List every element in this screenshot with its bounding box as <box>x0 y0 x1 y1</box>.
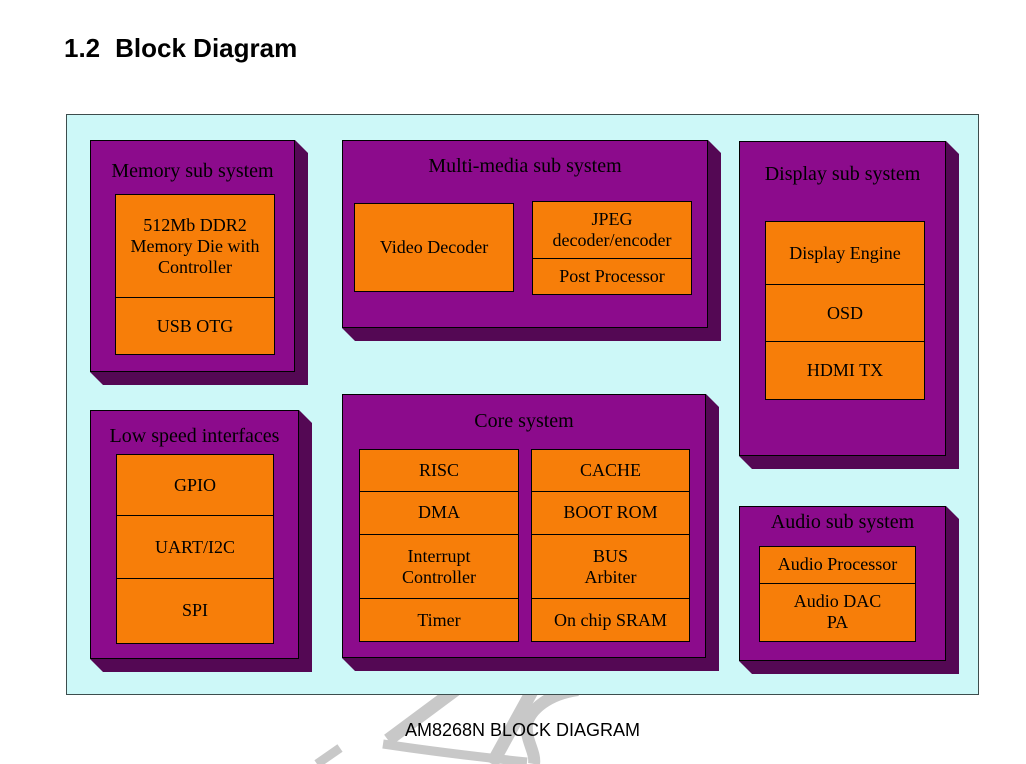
cell-line: JPEG <box>591 209 633 230</box>
cell-line: Controller <box>402 566 476 587</box>
cell-line: Video Decoder <box>379 237 489 257</box>
cell-line: SPI <box>181 600 208 621</box>
multimedia-right-cell-stack: JPEG decoder/encoder Post Processor <box>532 201 692 295</box>
block-title: Display sub system <box>764 163 921 185</box>
cell-line: Memory Die with <box>130 235 260 256</box>
block-title: Memory sub system <box>111 160 274 182</box>
cell-line: BUS <box>592 545 628 566</box>
cell-line: CACHE <box>579 459 641 480</box>
cell-line: Controller <box>158 256 232 277</box>
cell-usb-otg: USB OTG <box>116 297 274 354</box>
block-audio-sub-system: Audio sub system Audio Processor Audio D… <box>739 506 946 661</box>
cell-line: RISC <box>418 459 460 480</box>
block-low-speed-interfaces: Low speed interfaces GPIO UART/I2C SPI <box>90 410 299 659</box>
cell-line: Post Processor <box>559 266 665 287</box>
cell-line: 512Mb DDR2 <box>143 214 247 235</box>
cell-line: UART/I2C <box>155 536 235 557</box>
cell-line: BOOT ROM <box>563 502 658 523</box>
cell-line: Display Engine <box>789 242 901 263</box>
memory-cell-stack: 512Mb DDR2 Memory Die with Controller US… <box>115 194 275 355</box>
cell-gpio: GPIO <box>117 455 273 515</box>
block-face: Audio sub system Audio Processor Audio D… <box>739 506 946 661</box>
cell-display-engine: Display Engine <box>766 222 924 284</box>
cell-jpeg-codec: JPEG decoder/encoder <box>533 202 691 258</box>
block-face: Memory sub system 512Mb DDR2 Memory Die … <box>90 140 295 372</box>
cell-line: Timer <box>417 609 461 630</box>
cell-uart-i2c: UART/I2C <box>117 515 273 577</box>
watermark-stroke <box>314 744 343 764</box>
cell-line: On chip SRAM <box>553 609 667 630</box>
cell-line: GPIO <box>173 474 216 495</box>
block-core-system: Core system RISC DMA Interrupt Controlle… <box>342 394 706 658</box>
watermark-stroke <box>486 680 542 764</box>
cell-line: DMA <box>417 502 460 523</box>
cell-timer: Timer <box>360 598 518 641</box>
block-multimedia-sub-system: Multi-media sub system Video Decoder JPE… <box>342 140 708 328</box>
cell-line: HDMI TX <box>806 360 884 381</box>
cell-spi: SPI <box>117 577 273 643</box>
block-face: Core system RISC DMA Interrupt Controlle… <box>342 394 706 658</box>
cell-video-decoder: Video Decoder <box>355 204 513 291</box>
cell-line: Audio Processor <box>777 554 898 575</box>
cell-on-chip-sram: On chip SRAM <box>532 598 689 641</box>
lowspeed-cell-stack: GPIO UART/I2C SPI <box>116 454 274 644</box>
diagram-caption: AM8268N BLOCK DIAGRAM <box>404 720 641 740</box>
cell-line: OSD <box>826 302 863 323</box>
multimedia-left-cell-stack: Video Decoder <box>354 203 514 292</box>
cell-line: decoder/encoder <box>552 230 672 251</box>
block-face: Multi-media sub system Video Decoder JPE… <box>342 140 708 328</box>
cell-audio-dac-pa: Audio DAC PA <box>760 582 915 641</box>
cell-dma: DMA <box>360 490 518 534</box>
cell-hdmi-tx: HDMI TX <box>766 341 924 399</box>
cell-risc: RISC <box>360 450 518 491</box>
watermark-stroke <box>382 739 528 764</box>
cell-audio-processor: Audio Processor <box>760 547 915 583</box>
block-display-sub-system: Display sub system Display Engine OSD HD… <box>739 141 946 456</box>
section-title: Block Diagram <box>115 33 298 63</box>
block-title: Audio sub system <box>770 511 915 533</box>
display-cell-stack: Display Engine OSD HDMI TX <box>765 221 925 400</box>
cell-line: Interrupt <box>407 545 471 566</box>
cell-line: USB OTG <box>156 315 234 336</box>
cell-boot-rom: BOOT ROM <box>532 490 689 534</box>
watermark-stroke <box>520 684 579 764</box>
block-face: Low speed interfaces GPIO UART/I2C SPI <box>90 410 299 659</box>
diagram-canvas: Memory sub system 512Mb DDR2 Memory Die … <box>66 114 979 695</box>
cell-ddr2-memory: 512Mb DDR2 Memory Die with Controller <box>116 195 274 297</box>
watermark-stroke <box>384 682 462 746</box>
cell-line: PA <box>826 612 849 633</box>
block-title: Multi-media sub system <box>428 155 622 177</box>
cell-osd: OSD <box>766 284 924 341</box>
block-title: Core system <box>474 410 574 432</box>
section-number: 1.2 <box>64 33 101 63</box>
block-memory-sub-system: Memory sub system 512Mb DDR2 Memory Die … <box>90 140 295 372</box>
cell-bus-arbiter: BUS Arbiter <box>532 533 689 599</box>
block-face: Display sub system Display Engine OSD HD… <box>739 141 946 456</box>
audio-cell-stack: Audio Processor Audio DAC PA <box>759 546 916 642</box>
section-heading: 1.2 Block Diagram <box>64 33 297 64</box>
cell-post-processor: Post Processor <box>533 258 691 294</box>
cell-line: Audio DAC <box>793 591 882 612</box>
cell-interrupt-controller: Interrupt Controller <box>360 533 518 599</box>
cell-line: Arbiter <box>584 566 637 587</box>
block-title: Low speed interfaces <box>109 425 280 447</box>
cell-cache: CACHE <box>532 450 689 491</box>
core-left-cell-stack: RISC DMA Interrupt Controller Timer <box>359 449 519 642</box>
core-right-cell-stack: CACHE BOOT ROM BUS Arbiter On chip SRAM <box>531 449 690 642</box>
